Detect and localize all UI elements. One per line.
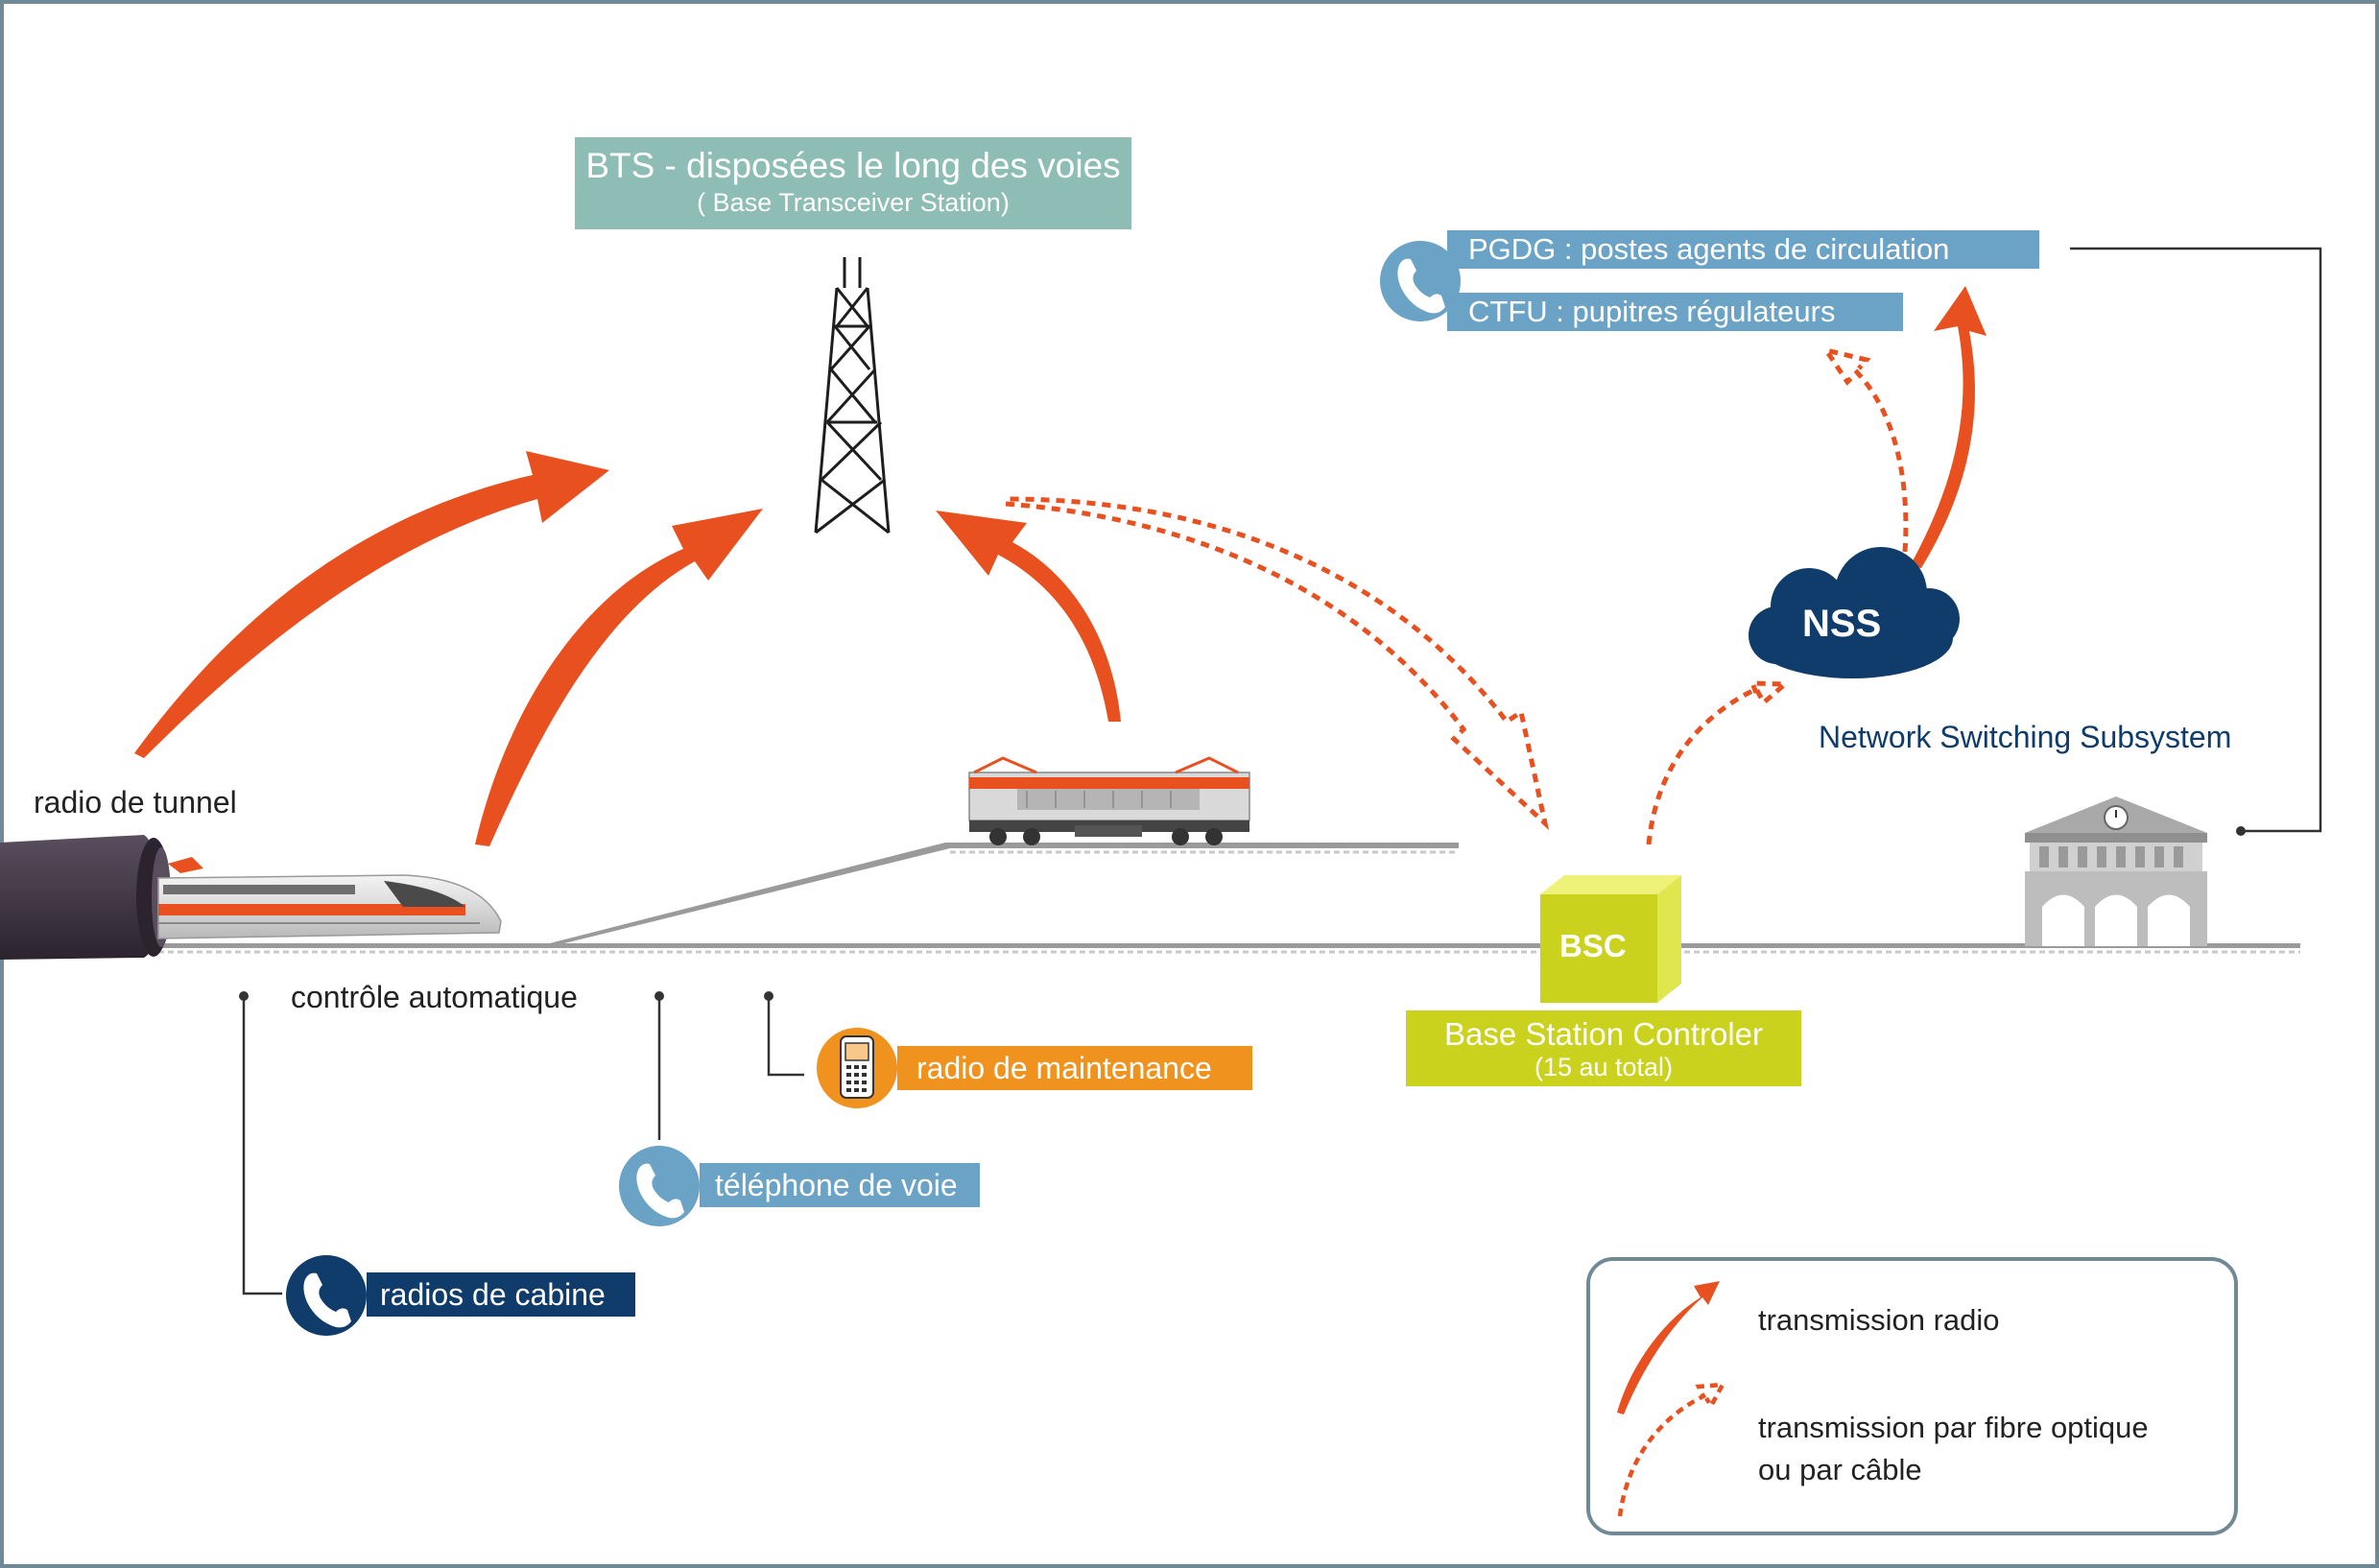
telephone-label: téléphone de voie (715, 1168, 958, 1202)
elevated-track (542, 843, 1459, 945)
maintenance-label: radio de maintenance (916, 1051, 1212, 1085)
legend-radio-label: transmission radio (1758, 1303, 2000, 1337)
fibre-arrow-bsc-nss (1646, 680, 1792, 845)
bsc-badge: BSC (1559, 928, 1627, 963)
legend-fibre-label-1: transmission par fibre optique (1758, 1411, 2149, 1444)
phone-icon (615, 1142, 703, 1230)
legend-fibre-arrow (1617, 1382, 1726, 1517)
pgdg-station-connector (2070, 247, 2322, 833)
high-speed-train-icon (157, 874, 502, 939)
cabine-connector (242, 996, 288, 1295)
cabine-dot (239, 991, 249, 1001)
radio-tunnel-label: radio de tunnel (34, 785, 237, 820)
radio-arrow-1 (134, 451, 609, 758)
cabine-label-box: radios de cabine (367, 1272, 635, 1317)
telephone-dot (654, 991, 664, 1001)
station-building-icon (2025, 796, 2207, 946)
bsc-subtitle: (15 au total) (1534, 1053, 1674, 1081)
pgdg-label-box: PGDG : postes agents de circulation (1447, 230, 2039, 269)
radio-arrow-nss-pgdg (1910, 286, 1986, 568)
radio-arrow-2 (475, 509, 763, 846)
bsc-label-box: Base Station Controler (15 au total) (1406, 1010, 1801, 1086)
pgdg-station-dot (2236, 826, 2246, 836)
maintenance-dot (764, 991, 773, 1001)
mobile-phone-icon (813, 1024, 901, 1112)
phone-icon (282, 1251, 370, 1340)
locomotive-icon (968, 756, 1250, 845)
cabine-label: radios de cabine (380, 1277, 606, 1312)
bsc-title: Base Station Controler (1443, 1016, 1763, 1052)
telephone-label-box: téléphone de voie (700, 1163, 980, 1207)
bts-title: BTS - disposées le long des voies (585, 146, 1121, 185)
ctfu-label-box: CTFU : pupitres régulateurs (1447, 293, 1903, 331)
legend-frame (1586, 1257, 2238, 1535)
antenna-tower-icon (814, 257, 891, 535)
nss-caption: Network Switching Subsystem (1819, 720, 2232, 754)
phone-icon (1376, 237, 1464, 325)
maintenance-label-box: radio de maintenance (897, 1046, 1252, 1090)
legend-fibre-label-2: ou par câble (1758, 1453, 1922, 1486)
bts-subtitle: ( Base Transceiver Station) (697, 188, 1010, 217)
main-track (158, 943, 2300, 954)
bsc-cube (1540, 875, 1681, 1003)
fibre-arrow-nss-ctfu (1820, 346, 1909, 553)
radio-arrow-3 (936, 511, 1121, 722)
cloud-icon (1749, 547, 1960, 678)
legend-radio-arrow (1617, 1281, 1720, 1414)
pgdg-label: PGDG : postes agents de circulation (1468, 232, 1950, 266)
ctfu-label: CTFU : pupitres régulateurs (1468, 295, 1836, 328)
controle-auto-label: contrôle automatique (291, 980, 578, 1014)
nss-badge: NSS (1802, 603, 1882, 645)
bts-label-box: BTS - disposées le long des voies ( Base… (575, 137, 1131, 229)
maintenance-connector (767, 996, 804, 1077)
fibre-arrow-bts-bsc (1005, 496, 1550, 831)
